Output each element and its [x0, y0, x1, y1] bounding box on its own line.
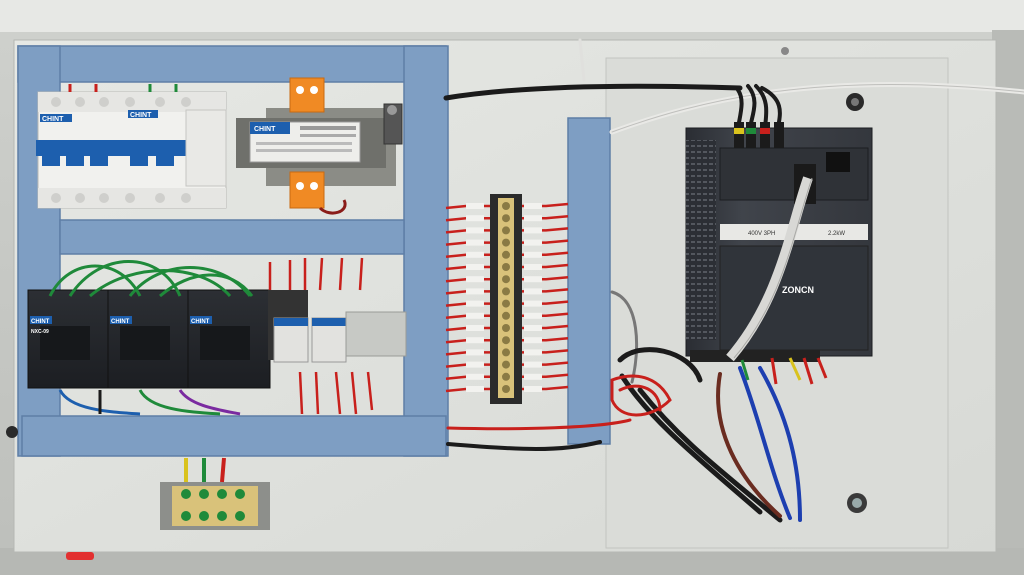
terminal-screw [502, 348, 510, 357]
wire-ferrule [524, 386, 542, 392]
wire-ferrule [524, 276, 542, 283]
vfd-brand-label: ZONCN [782, 285, 814, 295]
contactor-model-label: NXC-09 [31, 329, 49, 335]
wire-ferrule [466, 227, 484, 234]
contactor-green-wires [48, 260, 254, 298]
red-marker [66, 552, 94, 560]
wire-ferrule [466, 349, 484, 356]
terminal-screw [502, 250, 510, 259]
wire-ferrule [466, 325, 484, 331]
breaker-brand-label-1: CHINT [42, 116, 64, 123]
ground-terminal-block [160, 457, 270, 530]
breaker-top-wires [68, 84, 178, 92]
transformer-wire [318, 199, 347, 215]
terminal-wires [445, 202, 569, 393]
terminal-screw [502, 287, 510, 296]
wire-ferrule [524, 300, 542, 307]
ribbon-cable-stripe [733, 177, 813, 359]
wire-ferrule [524, 312, 542, 319]
wire-ferrule [524, 215, 542, 222]
wire-ferrule [466, 264, 484, 270]
plate-screws [781, 47, 867, 513]
control-transformer [236, 77, 403, 209]
wire-ferrule [466, 361, 484, 368]
contactor-brand-label-1: CHINT [31, 319, 50, 325]
bottom-cables [446, 290, 802, 523]
contactor-brand-label-3: CHINT [191, 319, 210, 325]
terminal-screw [502, 202, 510, 210]
wire-ferrule [524, 203, 542, 209]
wire-ferrule [524, 325, 542, 331]
vfd-rating-right: 2.2kW [828, 231, 845, 237]
wire-ferrule [466, 337, 484, 344]
variable-frequency-drive [685, 122, 873, 362]
wire-ferrule [524, 373, 542, 380]
vfd-rating-left: 400V 3PH [748, 231, 775, 237]
wire-ferrule [466, 386, 484, 392]
contactor-red-wires [268, 257, 374, 415]
terminal-screw [502, 214, 510, 223]
circuit-breakers [36, 91, 227, 209]
left-bolt [6, 426, 18, 438]
vfd-bottom-terminals [740, 357, 828, 385]
wire-ferrule [524, 227, 542, 234]
wire-ferrule [524, 337, 542, 344]
wire-ferrule [524, 361, 542, 368]
wire-ferrule [466, 288, 484, 295]
wire-ferrule [466, 251, 484, 258]
terminal-strip [490, 194, 522, 404]
contactor-group [27, 289, 407, 389]
enclosure-top-edge [0, 0, 1024, 32]
terminal-screw [502, 324, 510, 332]
wire-ferrule [466, 300, 484, 307]
terminal-screw [502, 263, 510, 271]
wire-ferrule [466, 203, 484, 209]
transformer-brand-label: CHINT [254, 126, 276, 133]
wiring-duct-vertical [567, 117, 611, 445]
wire-ferrule [524, 239, 542, 246]
contactor-brand-label-2: CHINT [111, 319, 130, 325]
wire-ferrule [524, 349, 542, 356]
terminal-screw [502, 311, 510, 320]
ribbon-cable [726, 176, 813, 362]
breaker-brand-label-2: CHINT [130, 112, 152, 119]
wire-ferrule [524, 264, 542, 270]
terminal-screw [502, 336, 510, 345]
wire-ferrule [466, 239, 484, 246]
terminal-screw [502, 275, 510, 284]
enclosure-right-edge [992, 30, 1024, 575]
terminal-screw [502, 238, 510, 247]
terminal-screw [502, 360, 510, 369]
terminal-screw [502, 226, 510, 235]
terminal-screw [502, 299, 510, 308]
wire-ferrule [466, 373, 484, 380]
wire-ferrule [524, 251, 542, 258]
wire-ferrule [466, 215, 484, 222]
wire-ferrule [466, 276, 484, 283]
terminal-screw [502, 372, 510, 381]
wire-ferrule [524, 288, 542, 295]
wire-ferrule [466, 312, 484, 319]
terminal-screw [502, 385, 510, 393]
terminal-screws [502, 202, 510, 393]
contactor-bottom-wires [58, 389, 241, 416]
